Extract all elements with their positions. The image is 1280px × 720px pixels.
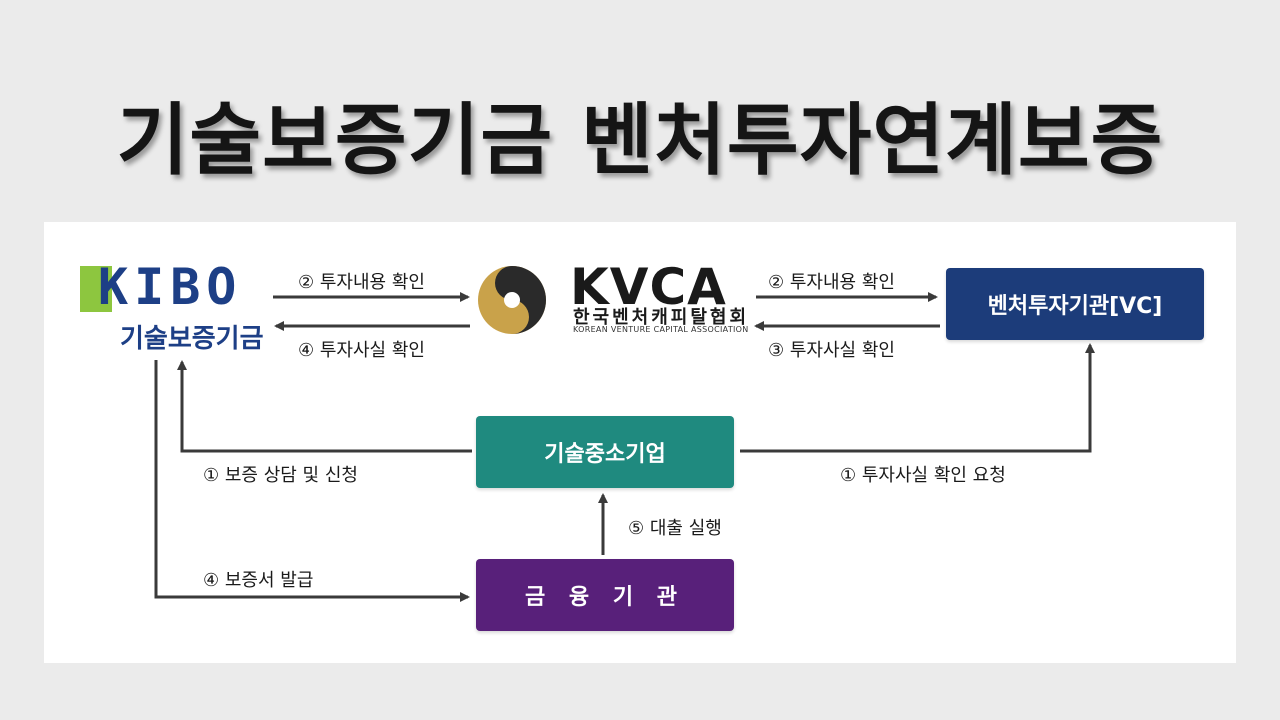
kibo-logo-mark <box>80 266 112 312</box>
kvca-name-kr: 한국벤처캐피탈협회 <box>573 307 750 328</box>
arrow-sme-to-vc <box>740 343 1095 453</box>
finance-node: 금 융 기 관 <box>476 559 734 631</box>
page-title: 기술보증기금 벤처투자연계보증 <box>116 96 1164 186</box>
label-kibo-to-finance: ④ 보증서 발급 <box>203 570 314 591</box>
kibo-name: 기술보증기금 <box>120 324 264 354</box>
arrow-kibo-to-finance <box>154 360 470 602</box>
kibo-logo: KIBO <box>98 258 243 316</box>
label-sme-to-vc: ① 투자사실 확인 요청 <box>840 465 1006 486</box>
arrow-sme-to-kibo <box>177 360 472 453</box>
kvca-logo: KVCA <box>570 258 727 316</box>
label-vc-to-kvca: ③ 투자사실 확인 <box>768 340 895 361</box>
label-kvca-to-vc: ② 투자내용 확인 <box>768 272 895 293</box>
label-sme-to-kibo: ① 보증 상담 및 신청 <box>203 465 358 486</box>
kvca-swirl-icon <box>478 266 546 334</box>
label-kibo-to-kvca: ② 투자내용 확인 <box>298 272 425 293</box>
label-kvca-to-kibo: ④ 투자사실 확인 <box>298 340 425 361</box>
vc-node: 벤처투자기관[VC] <box>946 268 1204 340</box>
sme-node: 기술중소기업 <box>476 416 734 488</box>
label-finance-to-sme: ⑤ 대출 실행 <box>628 518 722 539</box>
kvca-name-en: KOREAN VENTURE CAPITAL ASSOCIATION <box>573 325 749 334</box>
